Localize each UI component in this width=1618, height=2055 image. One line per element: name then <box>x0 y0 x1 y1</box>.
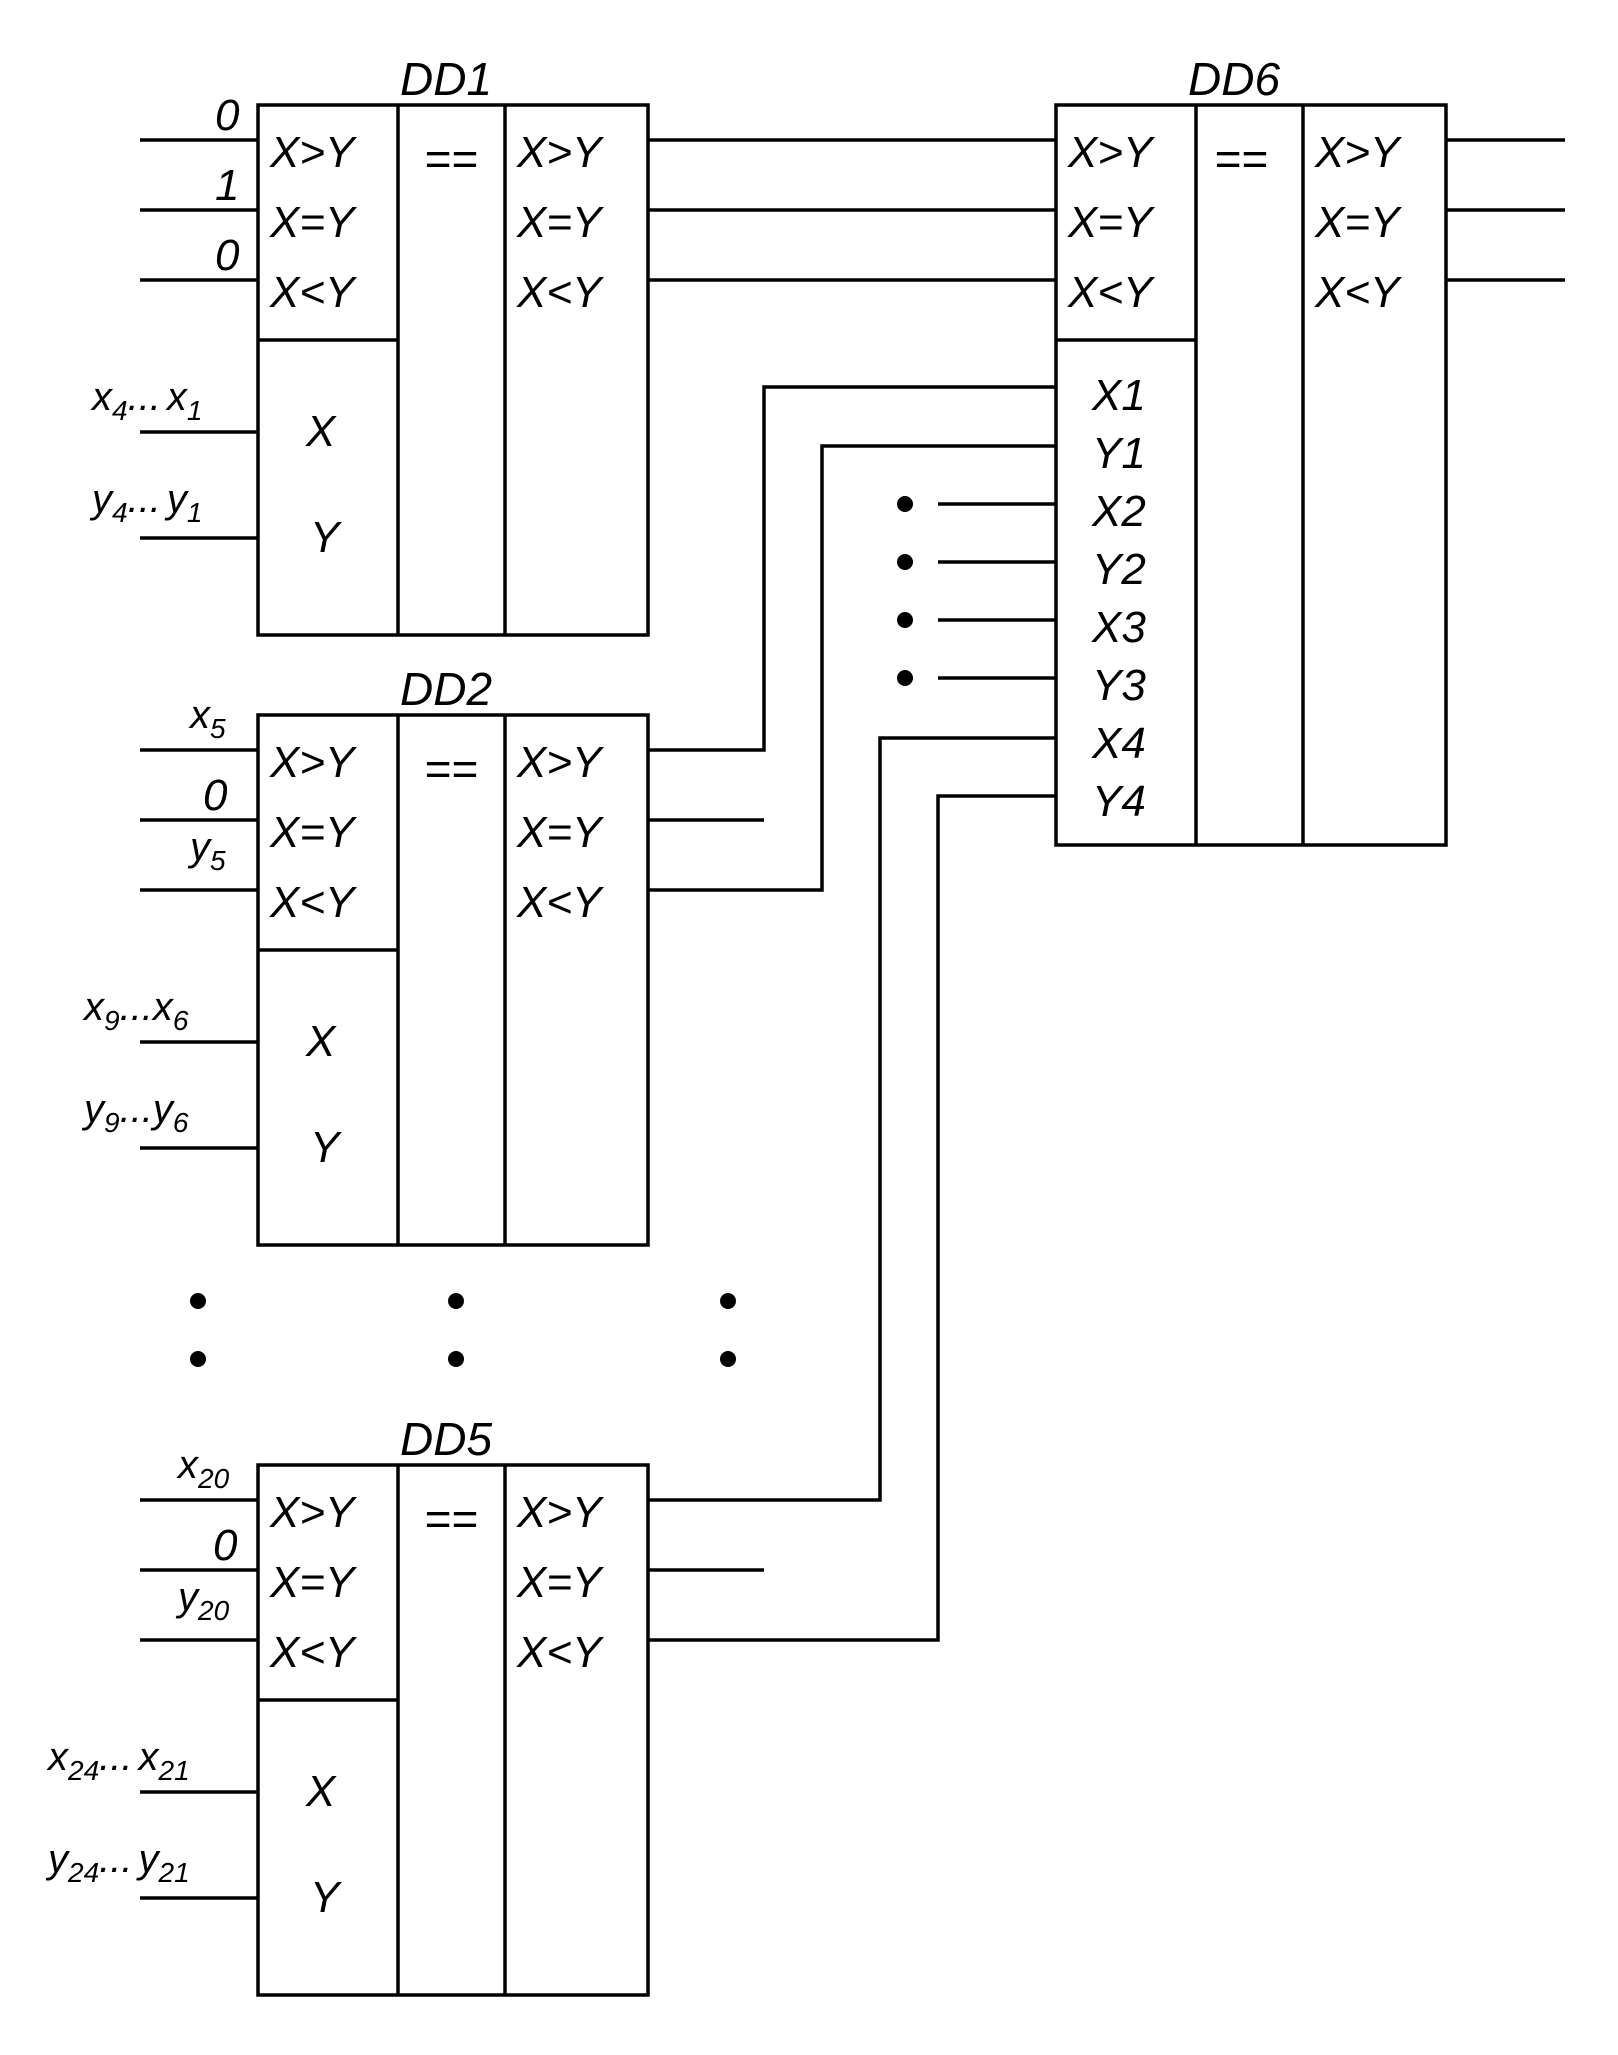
wire-dd2-lt-to-y1 <box>648 444 1056 892</box>
chip-dd2-out-lt: X<Y <box>516 878 604 927</box>
chip-dd2-y-label: Y <box>310 1123 342 1172</box>
chip-dd6-in-x3: X3 <box>1091 603 1146 652</box>
chip-dd6-in-y1: Y1 <box>1092 429 1146 478</box>
chip-dd6-out-lt: X<Y <box>1314 268 1402 317</box>
chip-dd5-in-gt: X>Y <box>269 1488 357 1537</box>
wire-dd5-lt-to-y4 <box>648 794 1056 1642</box>
chip-dd1-function: == <box>424 133 478 185</box>
dd2-in-lt-signal: y5 <box>187 825 226 876</box>
continuation-dot <box>897 670 913 686</box>
interconnect-wires <box>648 138 1056 1642</box>
ellipsis-dot <box>720 1351 736 1367</box>
chip-dd6-name: DD6 <box>1188 53 1280 105</box>
chip-dd5-out-lt: X<Y <box>516 1628 604 1677</box>
chip-dd6-in-lt: X<Y <box>1067 268 1155 317</box>
dd2-y-bus-label: y9...y6 <box>81 1087 189 1138</box>
chip-dd1-out-eq: X=Y <box>516 198 604 247</box>
dd5-in-lt-signal: y20 <box>175 1575 230 1626</box>
chip-dd1-body <box>256 103 650 637</box>
chip-dd5-in-eq: X=Y <box>269 1558 357 1607</box>
chip-dd1: DD1 == X>Y X=Y X<Y X Y X>Y X=Y X<Y 0 1 0… <box>89 53 650 637</box>
dd1-in-gt-value: 0 <box>215 91 240 140</box>
wire-dd5-gt-to-x4 <box>648 736 1056 1502</box>
chip-dd6-in-x2: X2 <box>1091 487 1146 536</box>
continuation-dot <box>897 612 913 628</box>
dd5-in-gt-signal: x20 <box>176 1443 230 1494</box>
chip-dd2: DD2 == X>Y X=Y X<Y X Y X>Y X=Y X<Y x5 0 … <box>81 663 650 1247</box>
chip-dd6-in-y3: Y3 <box>1092 661 1146 710</box>
chip-dd6-out-eq: X=Y <box>1314 198 1402 247</box>
chip-dd5-y-label: Y <box>310 1873 342 1922</box>
chip-dd1-y-label: Y <box>310 513 342 562</box>
chip-dd1-out-lt: X<Y <box>516 268 604 317</box>
chip-dd5-body <box>256 1463 650 1997</box>
dd5-x-bus-label: x24...x21 <box>46 1735 190 1786</box>
chip-dd2-name: DD2 <box>400 663 492 715</box>
chip-dd6-body <box>1054 103 1448 847</box>
chip-dd2-in-lt: X<Y <box>269 878 357 927</box>
chip-dd5-in-lt: X<Y <box>269 1628 357 1677</box>
chip-dd6-in-y4: Y4 <box>1092 777 1146 826</box>
chip-dd2-in-eq: X=Y <box>269 808 357 857</box>
dd1-x-bus-label: x4...x1 <box>90 375 203 426</box>
chip-dd5-x-label: X <box>305 1767 337 1816</box>
vertical-ellipsis-left <box>190 1293 736 1367</box>
chip-dd6-function: == <box>1214 133 1268 185</box>
chip-dd2-out-gt: X>Y <box>516 738 604 787</box>
chip-dd5-function: == <box>424 1493 478 1545</box>
dd2-in-gt-signal: x5 <box>188 693 226 744</box>
dd1-y-bus-label: y4...y1 <box>89 477 203 528</box>
dd5-y-bus-label: y24...y21 <box>45 1837 190 1888</box>
ellipsis-dot <box>448 1293 464 1309</box>
chip-dd5-out-gt: X>Y <box>516 1488 604 1537</box>
dd5-in-eq-value: 0 <box>213 1521 238 1570</box>
chip-dd6: DD6 == X>Y X=Y X<Y X>Y X=Y X<Y X1 Y1 X2 … <box>1054 53 1565 847</box>
dd1-in-lt-value: 0 <box>215 231 240 280</box>
ellipsis-dot <box>190 1351 206 1367</box>
chip-dd1-in-eq: X=Y <box>269 198 357 247</box>
chip-dd1-x-label: X <box>305 407 337 456</box>
chip-dd2-out-eq: X=Y <box>516 808 604 857</box>
chip-dd1-out-gt: X>Y <box>516 128 604 177</box>
continuation-dot <box>897 496 913 512</box>
dd2-in-eq-value: 0 <box>203 771 228 820</box>
ellipsis-dot <box>720 1293 736 1309</box>
chip-dd5-name: DD5 <box>400 1413 492 1465</box>
dd2-x-bus-label: x9...x6 <box>82 985 189 1036</box>
wire-dd2-gt-to-x1 <box>648 385 1056 752</box>
continuation-dot <box>897 554 913 570</box>
chip-dd6-in-y2: Y2 <box>1092 545 1146 594</box>
chip-dd6-in-x4: X4 <box>1091 719 1146 768</box>
chip-dd2-body <box>256 713 650 1247</box>
chip-dd2-function: == <box>424 743 478 795</box>
dd1-in-eq-value: 1 <box>215 161 239 210</box>
chip-dd2-in-gt: X>Y <box>269 738 357 787</box>
chip-dd6-in-gt: X>Y <box>1067 128 1155 177</box>
chip-dd5: DD5 == X>Y X=Y X<Y X Y X>Y X=Y X<Y x20 0… <box>45 1413 650 1997</box>
chip-dd1-in-gt: X>Y <box>269 128 357 177</box>
chip-dd5-out-eq: X=Y <box>516 1558 604 1607</box>
chip-dd6-out-gt: X>Y <box>1314 128 1402 177</box>
chip-dd1-in-lt: X<Y <box>269 268 357 317</box>
chip-dd2-x-label: X <box>305 1017 337 1066</box>
chip-dd6-in-x1: X1 <box>1091 371 1146 420</box>
ellipsis-dot <box>448 1351 464 1367</box>
chip-dd1-name: DD1 <box>400 53 492 105</box>
chip-dd6-in-eq: X=Y <box>1067 198 1155 247</box>
ellipsis-dot <box>190 1293 206 1309</box>
